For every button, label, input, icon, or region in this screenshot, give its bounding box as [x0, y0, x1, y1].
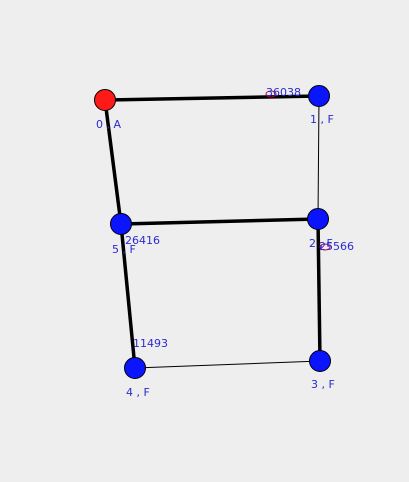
weight-markers-layer — [265, 90, 331, 251]
node-label-3: 3 , F — [311, 378, 335, 391]
labels-layer: 36038 26416 25566 11493 0 , A 1 , F 2 , F 3 , F… — [96, 86, 354, 399]
node-label-2: 2 , F — [309, 237, 333, 250]
node-0[interactable] — [94, 89, 116, 111]
node-label-5: 5 , F — [112, 243, 136, 256]
node-5[interactable] — [110, 213, 132, 235]
edge-weight-5-4: 11493 — [133, 337, 168, 350]
edge-4-3 — [134, 360, 321, 369]
node-label-0: 0 , A — [96, 118, 121, 131]
edge-weight-5-2: 26416 — [125, 234, 160, 247]
edge-1-2 — [317, 95, 320, 220]
weight-marker-2-3 — [319, 243, 331, 251]
edge-5-4 — [119, 223, 137, 369]
node-2[interactable] — [307, 208, 329, 230]
edge-5-2 — [120, 217, 319, 226]
edge-0-5 — [103, 99, 123, 225]
nodes-layer — [94, 85, 331, 379]
node-1[interactable] — [308, 85, 330, 107]
edge-2-3 — [316, 218, 322, 362]
weight-marker-0-1 — [265, 90, 277, 98]
edges-layer — [103, 94, 322, 369]
node-label-4: 4 , F — [126, 386, 150, 399]
node-label-1: 1 , F — [310, 113, 334, 126]
node-3[interactable] — [309, 350, 331, 372]
edge-weight-0-1: 36038 — [266, 86, 301, 99]
node-4[interactable] — [124, 357, 146, 379]
edge-0-1 — [104, 94, 320, 102]
edge-weight-2-3: 25566 — [319, 240, 354, 253]
